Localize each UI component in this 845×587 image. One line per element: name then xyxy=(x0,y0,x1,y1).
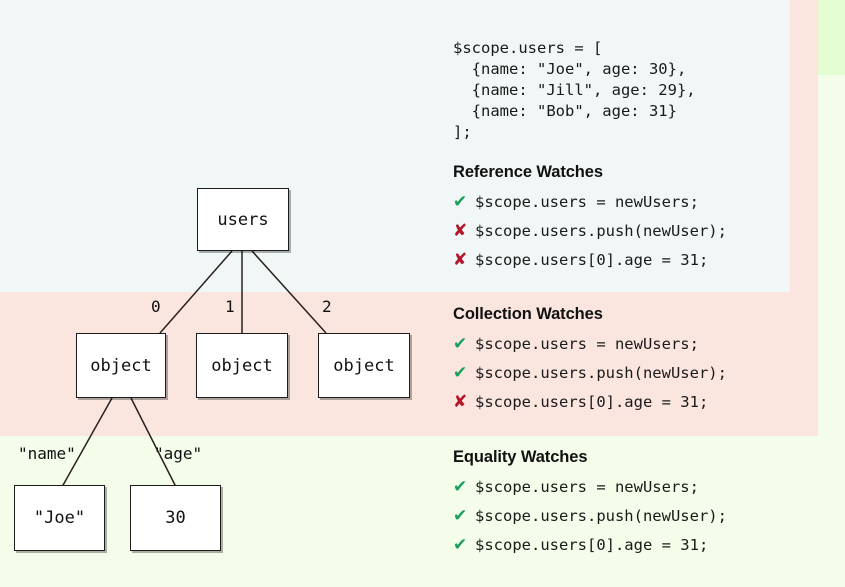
watch-row: ✘ $scope.users[0].age = 31; xyxy=(453,393,833,411)
tree-node-object-1-label: object xyxy=(211,355,273,376)
edge-label-name: "name" xyxy=(18,444,76,463)
watch-expression: $scope.users = newUsers; xyxy=(475,478,699,496)
background-band-blue xyxy=(0,0,790,292)
watch-expression: $scope.users.push(newUser); xyxy=(475,364,727,382)
check-icon: ✔ xyxy=(453,477,468,497)
watch-expression: $scope.users[0].age = 31; xyxy=(475,251,709,269)
edge-label-index-0: 0 xyxy=(151,297,161,316)
watch-expression: $scope.users.push(newUser); xyxy=(475,222,727,240)
edge-label-age: "age" xyxy=(154,444,203,463)
watch-expression: $scope.users[0].age = 31; xyxy=(475,393,709,411)
watch-expression: $scope.users.push(newUser); xyxy=(475,507,727,525)
background-band-green-bright xyxy=(818,0,845,75)
edge-root-to-object-2 xyxy=(251,250,327,334)
section-collection-watches-title: Collection Watches xyxy=(453,305,603,323)
check-icon: ✔ xyxy=(453,192,468,212)
check-icon: ✔ xyxy=(453,334,468,354)
section-collection-watches: Collection Watches ✔ $scope.users = newU… xyxy=(453,305,833,422)
check-icon: ✔ xyxy=(453,363,468,383)
watch-row: ✘ $scope.users.push(newUser); xyxy=(453,222,833,240)
tree-node-object-2-label: object xyxy=(333,355,395,376)
edge-object-to-age xyxy=(130,397,177,488)
section-reference-watches-title: Reference Watches xyxy=(453,163,603,181)
section-equality-watches-title: Equality Watches xyxy=(453,448,588,466)
tree-node-age-value[interactable]: 30 xyxy=(130,485,221,551)
watch-expression: $scope.users = newUsers; xyxy=(475,193,699,211)
check-icon: ✔ xyxy=(453,535,468,555)
tree-node-object-1[interactable]: object xyxy=(196,333,288,398)
watch-row: ✔ $scope.users[0].age = 31; xyxy=(453,536,833,554)
scope-users-code-block: $scope.users = [ {name: "Joe", age: 30},… xyxy=(453,39,696,141)
tree-node-object-2[interactable]: object xyxy=(318,333,410,398)
tree-node-name-value[interactable]: "Joe" xyxy=(14,485,105,551)
tree-node-object-0[interactable]: object xyxy=(76,333,166,398)
section-reference-watches: Reference Watches ✔ $scope.users = newUs… xyxy=(453,163,833,280)
tree-node-users[interactable]: users xyxy=(197,188,289,251)
tree-node-users-label: users xyxy=(217,209,269,230)
watch-row: ✔ $scope.users = newUsers; xyxy=(453,478,833,496)
watch-row: ✘ $scope.users[0].age = 31; xyxy=(453,251,833,269)
edge-object-to-name xyxy=(61,397,113,488)
tree-node-age-value-label: 30 xyxy=(165,508,186,528)
edge-label-index-1: 1 xyxy=(225,297,235,316)
cross-icon: ✘ xyxy=(453,392,468,412)
cross-icon: ✘ xyxy=(453,250,468,270)
edge-label-index-2: 2 xyxy=(322,297,332,316)
watch-row: ✔ $scope.users = newUsers; xyxy=(453,193,833,211)
tree-node-object-0-label: object xyxy=(90,355,152,376)
watch-expression: $scope.users = newUsers; xyxy=(475,335,699,353)
cross-icon: ✘ xyxy=(453,221,468,241)
watch-row: ✔ $scope.users = newUsers; xyxy=(453,335,833,353)
check-icon: ✔ xyxy=(453,506,468,526)
watch-expression: $scope.users[0].age = 31; xyxy=(475,536,709,554)
edge-root-to-object-0 xyxy=(159,250,233,334)
tree-node-name-value-label: "Joe" xyxy=(33,508,86,528)
watch-row: ✔ $scope.users.push(newUser); xyxy=(453,364,833,382)
watch-row: ✔ $scope.users.push(newUser); xyxy=(453,507,833,525)
section-equality-watches: Equality Watches ✔ $scope.users = newUse… xyxy=(453,448,833,565)
